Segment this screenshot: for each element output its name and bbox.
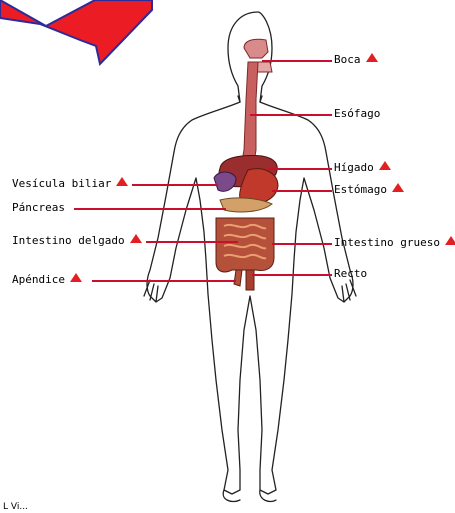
label-estomago: Estómago [334, 183, 404, 196]
int-delgado-marker-icon[interactable] [130, 234, 142, 243]
boca-marker-icon[interactable] [366, 53, 378, 62]
label-int-grueso: Intestino grueso [334, 236, 455, 249]
label-esofago: Esófago [334, 107, 380, 120]
label-boca-text: Boca [334, 53, 361, 66]
vesicula-leader-line [132, 184, 218, 186]
int-grueso-marker-icon[interactable] [445, 236, 455, 245]
label-recto: Recto [334, 267, 367, 280]
esofago-leader-line [250, 114, 332, 116]
higado-marker-icon[interactable] [379, 161, 391, 170]
int-grueso-leader-line [272, 243, 332, 245]
label-higado: Hígado [334, 161, 391, 174]
label-estomago-text: Estómago [334, 183, 387, 196]
recto-leader-line [252, 274, 332, 276]
higado-leader-line [268, 168, 332, 170]
boca-leader-line [262, 60, 332, 62]
label-higado-text: Hígado [334, 161, 374, 174]
label-apendice-text: Apéndice [12, 273, 65, 286]
label-int-delgado: Intestino delgado [12, 234, 142, 247]
label-vesicula-text: Vesícula biliar [12, 177, 111, 190]
label-boca: Boca [334, 53, 378, 66]
estomago-leader-line [272, 190, 332, 192]
apendice-marker-icon[interactable] [70, 273, 82, 282]
label-recto-text: Recto [334, 267, 367, 280]
vesicula-marker-icon[interactable] [116, 177, 128, 186]
apendice-leader-line [92, 280, 236, 282]
label-pancreas: Páncreas [12, 201, 65, 214]
label-pancreas-text: Páncreas [12, 201, 65, 214]
label-int-delgado-text: Intestino delgado [12, 234, 125, 247]
label-vesicula: Vesícula biliar [12, 177, 128, 190]
label-apendice: Apéndice [12, 273, 82, 286]
pancreas-leader-line [74, 208, 226, 210]
int-delgado-leader-line [146, 241, 238, 243]
footer-text: L Vi... [3, 502, 28, 512]
label-int-grueso-text: Intestino grueso [334, 236, 440, 249]
label-esofago-text: Esófago [334, 107, 380, 120]
estomago-marker-icon[interactable] [392, 183, 404, 192]
